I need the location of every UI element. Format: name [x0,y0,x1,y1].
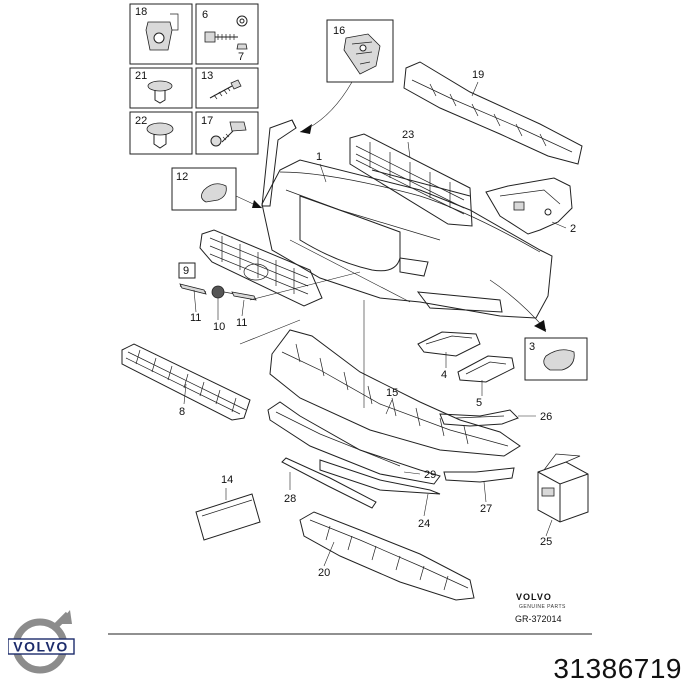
callout-13: 13 [201,70,213,82]
callout-8: 8 [179,406,185,418]
inset-part-18: 18 [129,3,193,65]
volvo-logo: VOLVO [8,610,75,674]
callout-23: 23 [402,129,414,141]
part-23-upper-grille: 23 [349,129,473,227]
part-10-emblem: 11 10 11 [179,283,257,333]
callout-27: 27 [480,503,492,515]
callout-4: 4 [441,369,447,381]
callout-3: 3 [529,341,535,353]
drawing-number: GR-372014 [515,614,562,624]
part-14-license-plate-holder: 14 [195,474,261,541]
part-2-side-bracket: 2 [485,177,576,235]
part-19-energy-absorber: 19 [403,61,583,165]
part-4-fog-trim: 4 [417,331,481,381]
callout-25: 25 [540,536,552,548]
bumper-side-edge [261,119,297,207]
inset-part-21: 21 [129,67,193,109]
inset-part-3: 3 [489,279,588,381]
part-26-bracket: 26 [439,409,552,427]
callout-28: 28 [284,493,296,505]
callout-17: 17 [201,115,213,127]
callout-10: 10 [213,321,225,333]
part-9-front-grille: 9 [178,229,323,307]
callout-21: 21 [135,70,147,82]
assembly-leaders [239,239,411,408]
callout-24: 24 [418,518,430,530]
part-5-trim-ring: 5 [457,355,515,409]
inset-part-13: 13 [195,67,259,109]
part-20-splash-shield: 20 [299,511,475,601]
callout-18: 18 [135,6,147,18]
part-28-strip: 28 [281,457,377,509]
part-8-lower-mesh: 8 [121,343,251,421]
callout-29: 29 [424,469,436,481]
inset-part-6-7: 6 7 [195,3,259,65]
callout-16: 16 [333,25,345,37]
callout-5: 5 [476,397,482,409]
part-25-kit-box: 25 [537,453,589,548]
callout-11-right: 11 [236,317,247,329]
callout-22: 22 [135,115,147,127]
callout-7: 7 [238,51,244,63]
part-24-lip: 24 [319,459,441,530]
callout-15: 15 [386,387,398,399]
inset-part-12: 12 [171,167,263,211]
part-15-lower-panel: 15 [269,329,521,457]
brand-sub: GENUINE PARTS [519,604,566,610]
callout-9: 9 [183,265,189,277]
brand-block: VOLVO GENUINE PARTS GR-372014 [515,592,566,624]
callout-12: 12 [176,171,188,183]
callout-20: 20 [318,567,330,579]
logo-text: VOLVO [13,639,68,655]
callout-26: 26 [540,411,552,423]
callout-6: 6 [202,9,208,21]
callout-1: 1 [316,151,322,163]
inset-part-16: 16 [299,19,394,134]
callout-11-left: 11 [190,312,201,324]
callout-14: 14 [221,474,233,486]
part-number: 31386719 [553,653,682,684]
part-1-bumper-cover: 1 [261,151,553,319]
brand-name: VOLVO [516,592,552,602]
part-29-lip: 29 [267,401,441,485]
callout-2: 2 [570,223,576,235]
callout-19: 19 [472,69,484,81]
part-27-trim-strip: 27 [443,467,515,515]
inset-part-17: 17 [195,111,259,155]
inset-part-22: 22 [129,111,193,155]
